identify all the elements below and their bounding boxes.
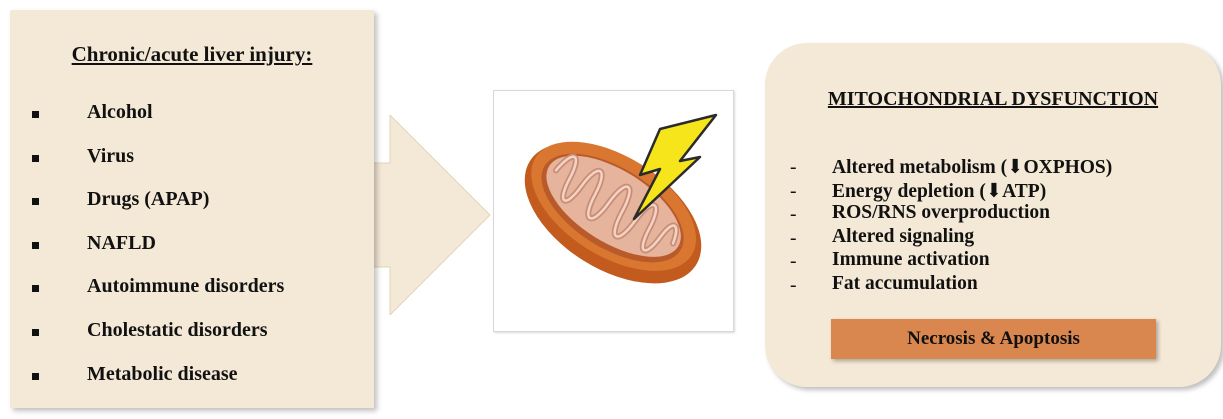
effect-label: ROS/RNS overproduction [832,202,1050,224]
dash-bullet-icon: - [790,204,797,226]
mitochondrion-image [493,90,734,332]
outcome-box: Necrosis & Apoptosis [831,319,1156,359]
bullet-icon [32,155,39,162]
mitochondrion-icon [494,91,733,331]
cause-label: Metabolic disease [87,363,238,386]
cause-label: Alcohol [87,101,153,124]
cause-label: Autoimmune disorders [87,275,284,298]
effect-label: Altered metabolism (⬇OXPHOS) [832,155,1112,179]
effect-label: Altered signaling [832,226,974,248]
bullet-icon [32,111,39,118]
bullet-icon [32,329,39,336]
dash-bullet-icon: - [790,181,797,203]
bullet-icon [32,373,39,380]
bullet-icon [32,242,39,249]
effect-label: Energy depletion (⬇ATP) [832,179,1046,203]
bullet-icon [32,198,39,205]
effect-label: Immune activation [832,249,990,271]
dysfunction-panel: MITOCHONDRIAL DYSFUNCTION - Altered metab… [765,43,1221,387]
cause-label: Drugs (APAP) [87,188,209,211]
dash-bullet-icon: - [790,251,797,273]
causes-panel: Chronic/acute liver injury: Alcohol Viru… [10,10,374,408]
effect-label: Fat accumulation [832,273,978,295]
dash-bullet-icon: - [790,275,797,297]
bullet-icon [32,285,39,292]
causes-title: Chronic/acute liver injury: [10,42,374,67]
cause-label: Virus [87,145,134,168]
dash-bullet-icon: - [790,157,797,179]
cause-label: NAFLD [87,232,156,255]
dash-bullet-icon: - [790,228,797,250]
dysfunction-title: MITOCHONDRIAL DYSFUNCTION [765,88,1221,111]
cause-label: Cholestatic disorders [87,319,268,342]
